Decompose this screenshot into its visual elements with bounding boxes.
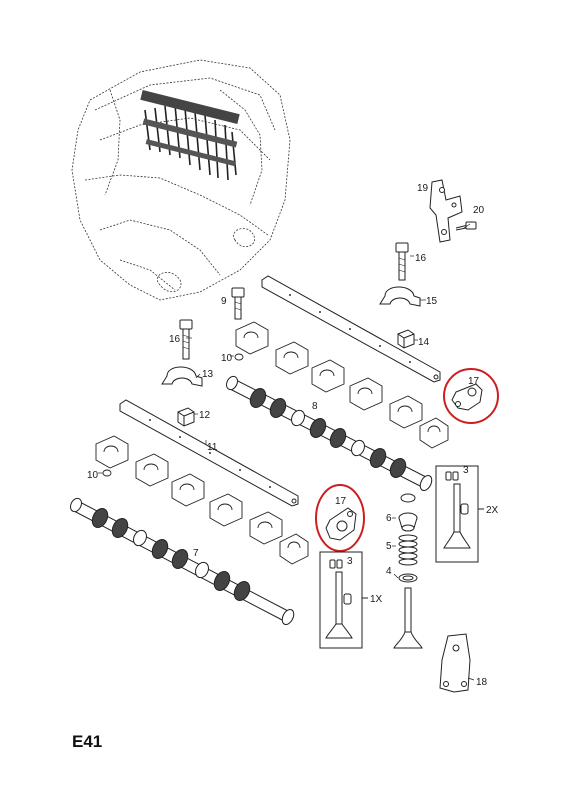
label-2x: 2X xyxy=(486,505,499,516)
washer-10-lower xyxy=(102,469,112,477)
label-4: 4 xyxy=(386,566,392,577)
valve-spring-cap-6 xyxy=(398,512,418,532)
label-7: 7 xyxy=(193,548,199,559)
label-16-upper: 16 xyxy=(415,253,427,264)
label-17-upper: 17 xyxy=(468,376,480,387)
label-17-lower: 17 xyxy=(335,496,347,507)
rail-upper xyxy=(261,275,441,383)
label-10-upper: 10 xyxy=(221,353,233,364)
callout-labels: 19 20 16 15 14 9 16 10 13 17 8 12 11 10 … xyxy=(87,183,499,688)
engine-block-illustration xyxy=(71,59,291,301)
label-8: 8 xyxy=(312,401,318,412)
bearing-caps-upper xyxy=(235,321,449,449)
clamp-15 xyxy=(379,286,421,307)
label-14: 14 xyxy=(418,337,430,348)
label-15: 15 xyxy=(426,296,438,307)
valve-kit-1x xyxy=(319,551,368,649)
rail-11 xyxy=(119,399,299,507)
block-12 xyxy=(177,407,195,427)
valve-kit-2x xyxy=(435,465,484,563)
bracket-18 xyxy=(439,633,471,693)
label-18: 18 xyxy=(476,677,488,688)
label-3-upper: 3 xyxy=(463,465,469,476)
label-3-lower: 3 xyxy=(347,556,353,567)
block-14 xyxy=(397,329,415,349)
label-6: 6 xyxy=(386,513,392,524)
label-10-lower: 10 xyxy=(87,470,99,481)
rocker-arm-17-lower xyxy=(315,484,365,552)
clamp-13 xyxy=(161,366,203,387)
label-12: 12 xyxy=(199,410,211,421)
washer-10-upper xyxy=(234,353,244,361)
valve-spring-disc-upper xyxy=(400,493,416,503)
valve-spring-5 xyxy=(398,534,418,566)
page-code: E41 xyxy=(72,732,103,751)
label-9: 9 xyxy=(221,296,227,307)
leader-lines xyxy=(98,223,475,681)
bracket-19 xyxy=(429,179,463,243)
camshaft-8 xyxy=(226,375,433,491)
label-1x: 1X xyxy=(370,594,383,605)
bolt-20 xyxy=(455,221,477,231)
label-5: 5 xyxy=(386,541,392,552)
label-19: 19 xyxy=(417,183,429,194)
bolt-16-lower xyxy=(179,319,193,360)
label-13: 13 xyxy=(202,369,214,380)
valve-loose xyxy=(393,587,423,649)
bolt-16-upper xyxy=(395,242,409,281)
label-20: 20 xyxy=(473,205,485,216)
camshaft-7 xyxy=(70,497,295,625)
engine-valvetrain-cluster xyxy=(140,90,240,181)
label-11: 11 xyxy=(207,442,218,453)
bolt-9 xyxy=(231,287,245,320)
valve-seal-4 xyxy=(398,573,418,583)
rocker-arm-17-upper xyxy=(443,368,499,424)
label-16-lower: 16 xyxy=(169,334,181,345)
bearing-caps-lower xyxy=(95,435,309,565)
